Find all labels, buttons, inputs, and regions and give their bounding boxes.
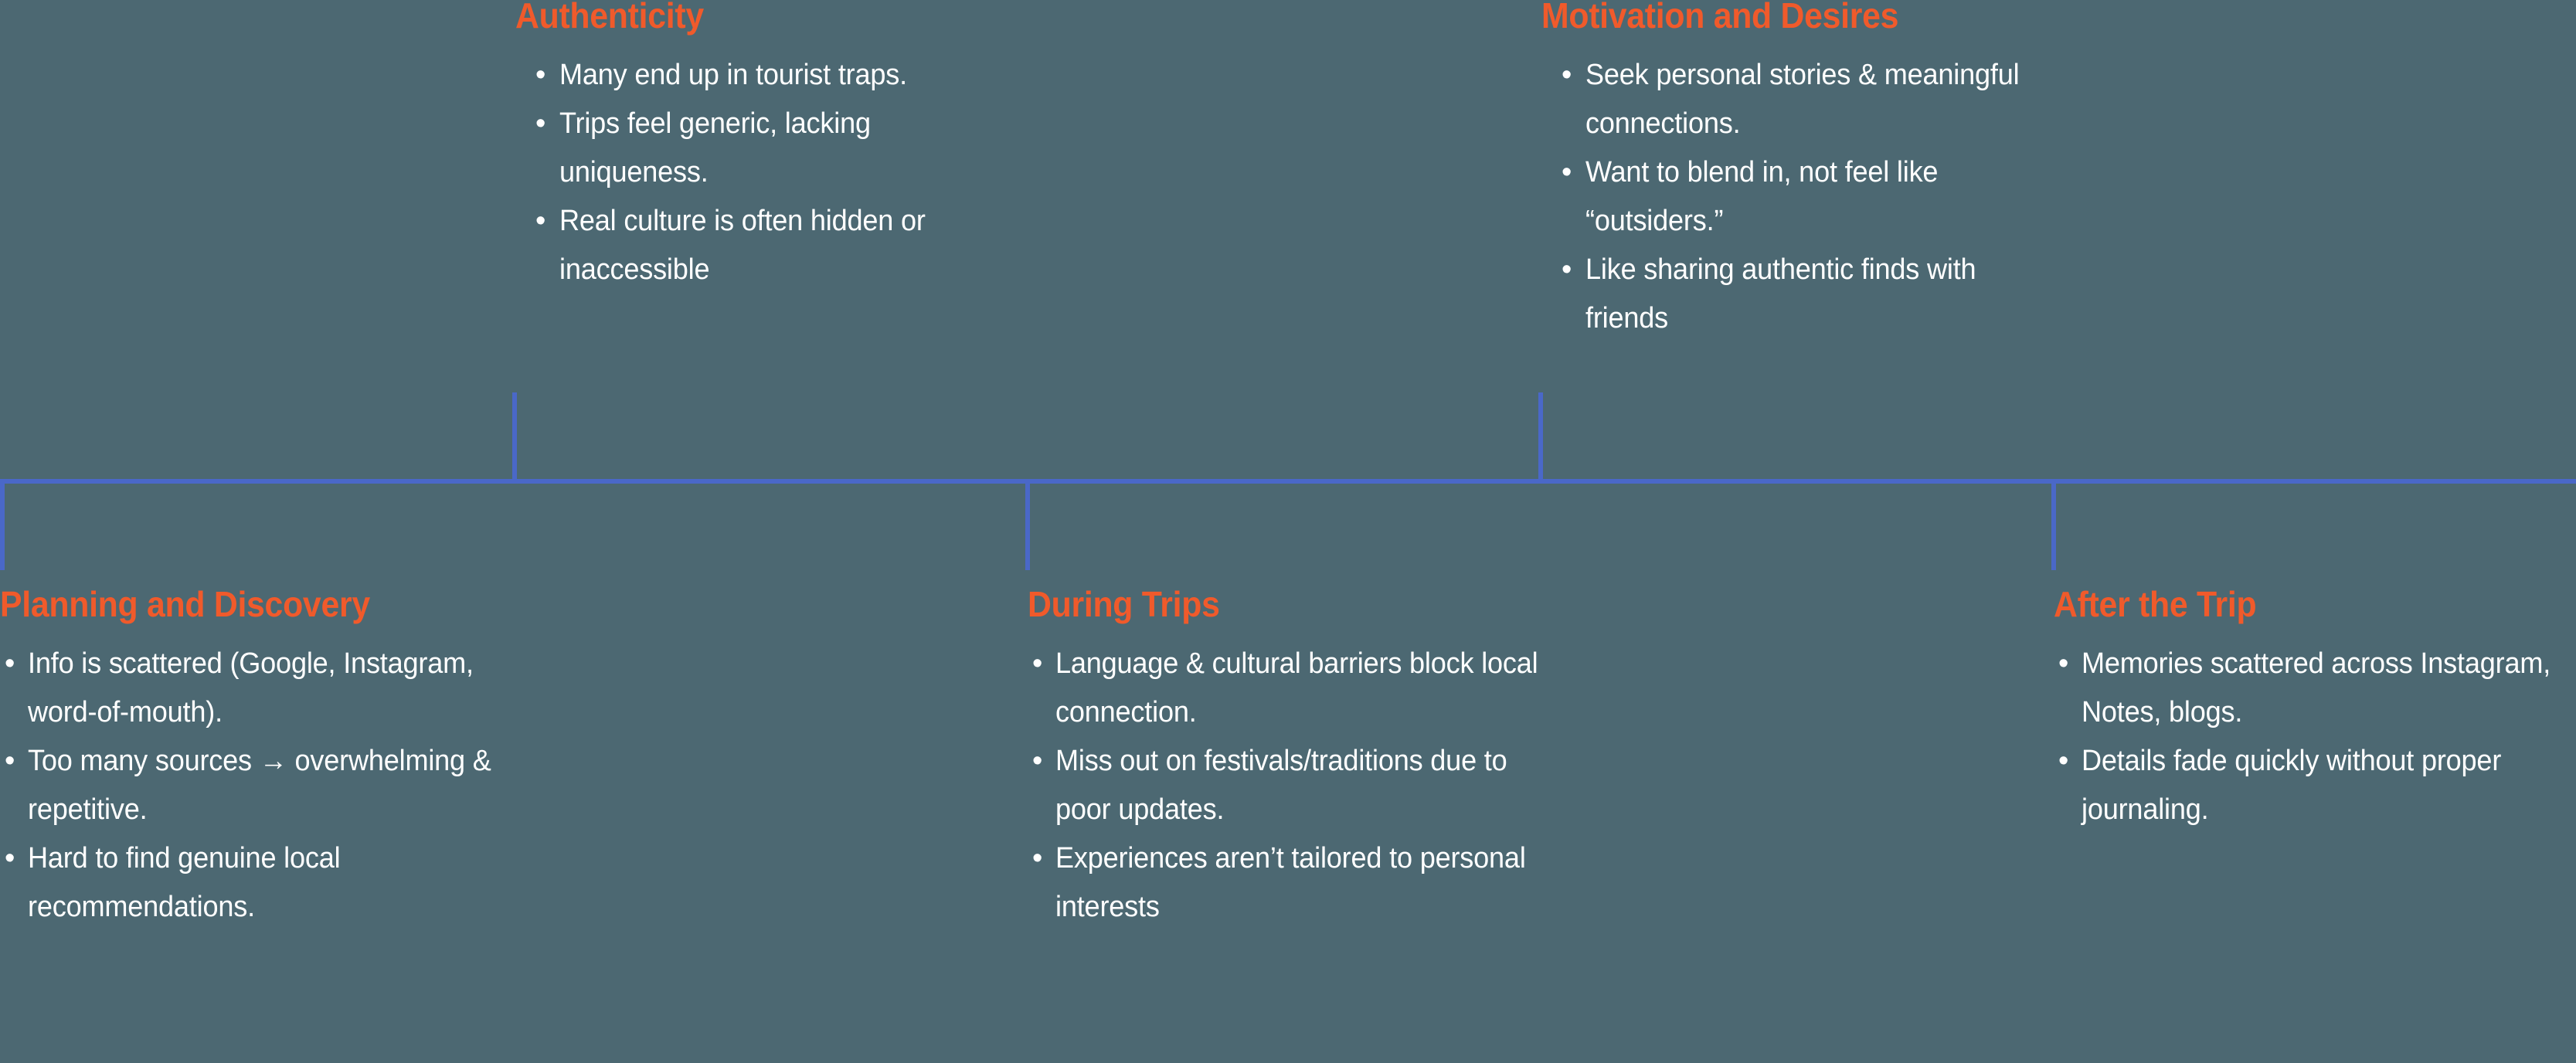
list-item-text: Trips feel generic, lacking uniqueness. (559, 107, 871, 188)
section-motivation-and-desires: Motivation and Desires • Seek personal s… (1541, 0, 2067, 343)
list-item-text: Experiences aren’t tailored to personal … (1055, 842, 1526, 923)
bullet-list-motivation-and-desires: • Seek personal stories & meaningful con… (1541, 51, 2067, 343)
bullet-icon: • (5, 745, 15, 777)
section-title-authenticity: Authenticity (515, 0, 704, 36)
bullet-icon: • (5, 647, 15, 680)
bullet-icon: • (1562, 59, 1572, 91)
timeline-connector-after-trip (2051, 479, 2056, 570)
bullet-list-after-the-trip: • Memories scattered across Instagram, N… (2054, 640, 2576, 834)
section-authenticity: Authenticity • Many end up in tourist tr… (515, 0, 1041, 294)
timeline-connector-motivation (1538, 392, 1543, 481)
section-planning-and-discovery: Planning and Discovery • Info is scatter… (0, 584, 519, 932)
list-item-text: Details fade quickly without proper jour… (2082, 745, 2502, 826)
bullet-list-authenticity: • Many end up in tourist traps. • Trips … (515, 51, 1041, 294)
list-item: • Hard to find genuine local recommendat… (0, 834, 519, 932)
list-item: • Language & cultural barriers block loc… (1028, 640, 1568, 737)
list-item-text: Like sharing authentic finds with friend… (1585, 253, 1976, 335)
bullet-icon: • (1032, 647, 1043, 680)
list-item-text: Many end up in tourist traps. (559, 59, 907, 91)
bullet-icon: • (1032, 745, 1043, 777)
bullet-icon: • (535, 107, 546, 140)
list-item-text: Want to blend in, not feel like “outside… (1585, 156, 1939, 237)
list-item: • Miss out on festivals/traditions due t… (1028, 737, 1568, 834)
list-item: • Trips feel generic, lacking uniqueness… (515, 100, 1041, 197)
list-item-text: Language & cultural barriers block local… (1055, 647, 1538, 728)
list-item-text: Miss out on festivals/traditions due to … (1055, 745, 1507, 826)
list-item: • Details fade quickly without proper jo… (2054, 737, 2576, 834)
bullet-list-during-trips: • Language & cultural barriers block loc… (1028, 640, 1568, 932)
list-item: • Memories scattered across Instagram, N… (2054, 640, 2576, 737)
list-item-text: Too many sources → overwhelming & repeti… (28, 745, 491, 826)
list-item: • Want to blend in, not feel like “outsi… (1541, 148, 2067, 246)
list-item-text: Info is scattered (Google, Instagram, wo… (28, 647, 474, 728)
bullet-icon: • (1562, 156, 1572, 188)
section-title-during-trips: During Trips (1028, 584, 1220, 624)
section-title-motivation-and-desires: Motivation and Desires (1541, 0, 1899, 36)
list-item-text: Memories scattered across Instagram, Not… (2082, 647, 2551, 728)
timeline-connector-planning (0, 479, 5, 570)
bullet-icon: • (1562, 253, 1572, 286)
bullet-icon: • (2058, 647, 2069, 680)
bullet-icon: • (1032, 842, 1043, 875)
bullet-icon: • (535, 205, 546, 237)
section-title-planning-and-discovery: Planning and Discovery (0, 584, 370, 624)
list-item: • Real culture is often hidden or inacce… (515, 197, 1041, 294)
list-item-text: Real culture is often hidden or inaccess… (559, 205, 926, 286)
bullet-list-planning-and-discovery: • Info is scattered (Google, Instagram, … (0, 640, 519, 932)
bullet-icon: • (535, 59, 546, 91)
list-item-text: Seek personal stories & meaningful conne… (1585, 59, 2020, 140)
section-during-trips: During Trips • Language & cultural barri… (1028, 584, 1568, 932)
list-item: • Experiences aren’t tailored to persona… (1028, 834, 1568, 932)
list-item: • Info is scattered (Google, Instagram, … (0, 640, 519, 737)
timeline-connector-authenticity (512, 392, 517, 481)
list-item-text: Hard to find genuine local recommendatio… (28, 842, 341, 923)
section-after-the-trip: After the Trip • Memories scattered acro… (2054, 584, 2576, 834)
bullet-icon: • (5, 842, 15, 875)
timeline-connector-during-trips (1025, 479, 1030, 570)
list-item: • Many end up in tourist traps. (515, 51, 1041, 100)
list-item: • Too many sources → overwhelming & repe… (0, 737, 519, 834)
list-item: • Seek personal stories & meaningful con… (1541, 51, 2067, 148)
timeline-horizontal-axis (0, 479, 2576, 484)
bullet-icon: • (2058, 745, 2069, 777)
list-item: • Like sharing authentic finds with frie… (1541, 246, 2067, 343)
section-title-after-the-trip: After the Trip (2054, 584, 2257, 624)
